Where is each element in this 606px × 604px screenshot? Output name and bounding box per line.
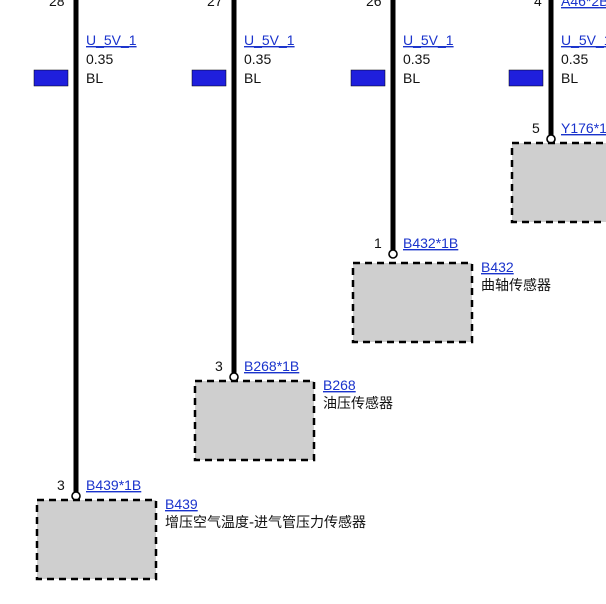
top-pin-number: 26: [366, 0, 382, 9]
component-box[interactable]: [193, 379, 316, 462]
pin-terminal-icon: [388, 249, 398, 259]
component-id-link[interactable]: B432: [481, 259, 514, 275]
connector-link[interactable]: Y176*1B: [561, 120, 606, 136]
wire-color-code: BL: [561, 70, 578, 86]
component-id-link[interactable]: B268: [323, 377, 356, 393]
connector-pin-number: 3: [57, 477, 65, 493]
wire-gauge: 0.35: [403, 51, 430, 67]
signal-link[interactable]: U_5V_1: [561, 32, 606, 48]
component-box[interactable]: [351, 261, 474, 344]
connector-link[interactable]: B439*1B: [86, 477, 141, 493]
top-pin-number: 27: [207, 0, 223, 9]
connector-pin-number: 3: [215, 358, 223, 374]
component-id-link[interactable]: B439: [165, 496, 198, 512]
wire-color-swatch: [191, 69, 227, 87]
component-name: 增压空气温度-进气管压力传感器: [165, 514, 366, 531]
component-name: 油压传感器: [323, 395, 393, 412]
signal-link[interactable]: U_5V_1: [403, 32, 454, 48]
wire-group-b439: 28 U_5V_1 0.35 BL 3 B439*1B B439 增压空气温度-…: [33, 0, 366, 581]
wire-gauge: 0.35: [244, 51, 271, 67]
component-box[interactable]: [35, 498, 158, 581]
connector-pin-number: 1: [374, 235, 382, 251]
wire-color-code: BL: [244, 70, 261, 86]
wire-color-code: BL: [403, 70, 420, 86]
top-pin-number: 4: [534, 0, 542, 9]
wire-color-swatch: [33, 69, 69, 87]
connector-link[interactable]: B432*1B: [403, 235, 458, 251]
signal-link[interactable]: U_5V_1: [86, 32, 137, 48]
top-connector-link[interactable]: A46*2B: [561, 0, 606, 9]
wire-group-y176: 4 A46*2B U_5V_1 0.35 BL 5 Y176*1B: [508, 0, 606, 224]
top-pin-number: 28: [49, 0, 65, 9]
connector-pin-number: 5: [532, 120, 540, 136]
wire-group-b432: 26 U_5V_1 0.35 BL 1 B432*1B B432 曲轴传感器: [350, 0, 551, 344]
wire-group-b268: 27 U_5V_1 0.35 BL 3 B268*1B B268 油压传感器: [191, 0, 393, 462]
signal-link[interactable]: U_5V_1: [244, 32, 295, 48]
component-name: 曲轴传感器: [481, 277, 551, 294]
wire-color-code: BL: [86, 70, 103, 86]
component-box[interactable]: [510, 141, 606, 224]
connector-link[interactable]: B268*1B: [244, 358, 299, 374]
wire-gauge: 0.35: [561, 51, 588, 67]
wire-color-swatch: [350, 69, 386, 87]
wire-gauge: 0.35: [86, 51, 113, 67]
wire-color-swatch: [508, 69, 544, 87]
